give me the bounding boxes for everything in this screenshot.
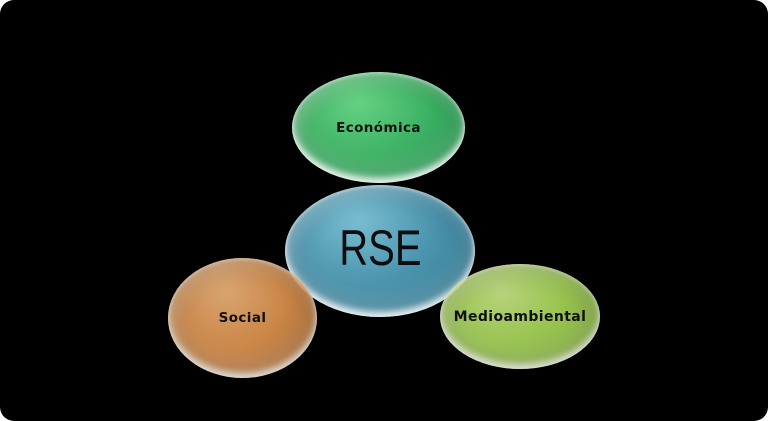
- node-social: Social: [168, 258, 317, 378]
- node-medioambiental: Medioambiental: [440, 264, 600, 369]
- node-economica-label: Económica: [336, 119, 421, 136]
- node-rse: RSE: [285, 185, 475, 317]
- node-medioambiental-label: Medioambiental: [453, 308, 587, 325]
- node-rse-label: RSE: [338, 220, 422, 276]
- node-economica: Económica: [292, 72, 465, 183]
- node-social-label: Social: [218, 310, 267, 326]
